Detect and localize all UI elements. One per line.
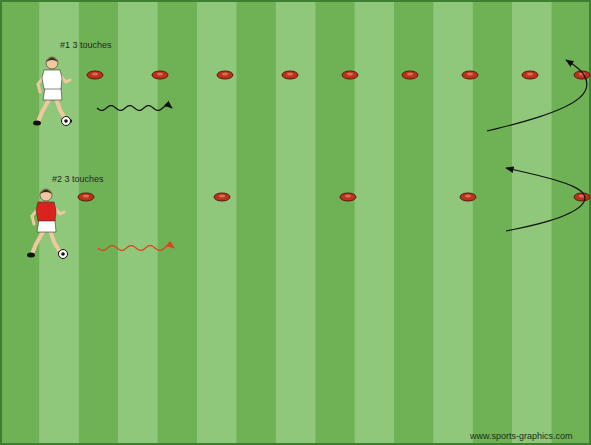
grass-stripe [552,0,591,445]
head [40,189,52,201]
cone-top [287,73,293,76]
soccer-ball [62,117,71,126]
cone-top [92,73,98,76]
cone [460,193,476,201]
shorts [37,220,56,232]
player-figure [27,189,66,258]
head [46,57,58,69]
cone [340,193,356,201]
cone-base [340,193,356,201]
ball-patch [64,119,68,123]
grass-stripe [276,0,316,445]
cone [574,193,590,201]
turn-arrow [487,60,587,131]
cone [402,71,418,79]
leg [32,230,44,254]
cone-base [152,71,168,79]
grass-stripe [158,0,198,445]
cone-top [347,73,353,76]
cone-base [342,71,358,79]
grass-stripe [315,0,355,445]
soccer-ball [59,250,68,259]
cone-top [222,73,228,76]
drill-label: #1 3 touches [60,41,112,51]
cone-base [87,71,103,79]
grass-stripe [236,0,276,445]
cone-base [217,71,233,79]
grass-stripe [473,0,513,445]
cone [217,71,233,79]
dribble-arrow [97,106,172,111]
dribble-arrow [98,246,174,251]
cone-base [402,71,418,79]
shorts [43,88,62,100]
grass-stripe [118,0,158,445]
cone [282,71,298,79]
leg [50,230,60,252]
player-figure [33,57,72,126]
hair [46,58,58,63]
cone [152,71,168,79]
cone-top [345,195,351,198]
cone-top [83,195,89,198]
cone [462,71,478,79]
hair [40,190,52,195]
grass-stripe [394,0,434,445]
cone-base [462,71,478,79]
cone-base [282,71,298,79]
boot [27,253,35,258]
cone-base [214,193,230,201]
grass-stripe [0,0,40,445]
watermark: www.sports-graphics.com [470,432,573,442]
shirt [42,70,62,89]
ball-outline [62,117,71,126]
leg [38,98,50,122]
drill-label: #2 3 touches [52,175,104,185]
cone-top [467,73,473,76]
ball-outline [59,250,68,259]
cone [87,71,103,79]
cone-top [219,195,225,198]
grass-stripe [197,0,237,445]
grass-stripe [79,0,119,445]
shirt [36,202,56,221]
cone [522,71,538,79]
ball-patch [61,252,65,256]
cone-base [522,71,538,79]
cone-base [460,193,476,201]
cone-base [78,193,94,201]
grass-stripe [355,0,395,445]
grass-stripe [512,0,552,445]
cone [214,193,230,201]
cone [342,71,358,79]
boot [33,121,41,126]
cone-base [574,193,590,201]
cone-top [407,73,413,76]
cone-top [157,73,163,76]
grass-stripe [433,0,473,445]
cone [78,193,94,201]
turn-arrow [506,168,585,231]
cone-top [465,195,471,198]
cone-top [527,73,533,76]
